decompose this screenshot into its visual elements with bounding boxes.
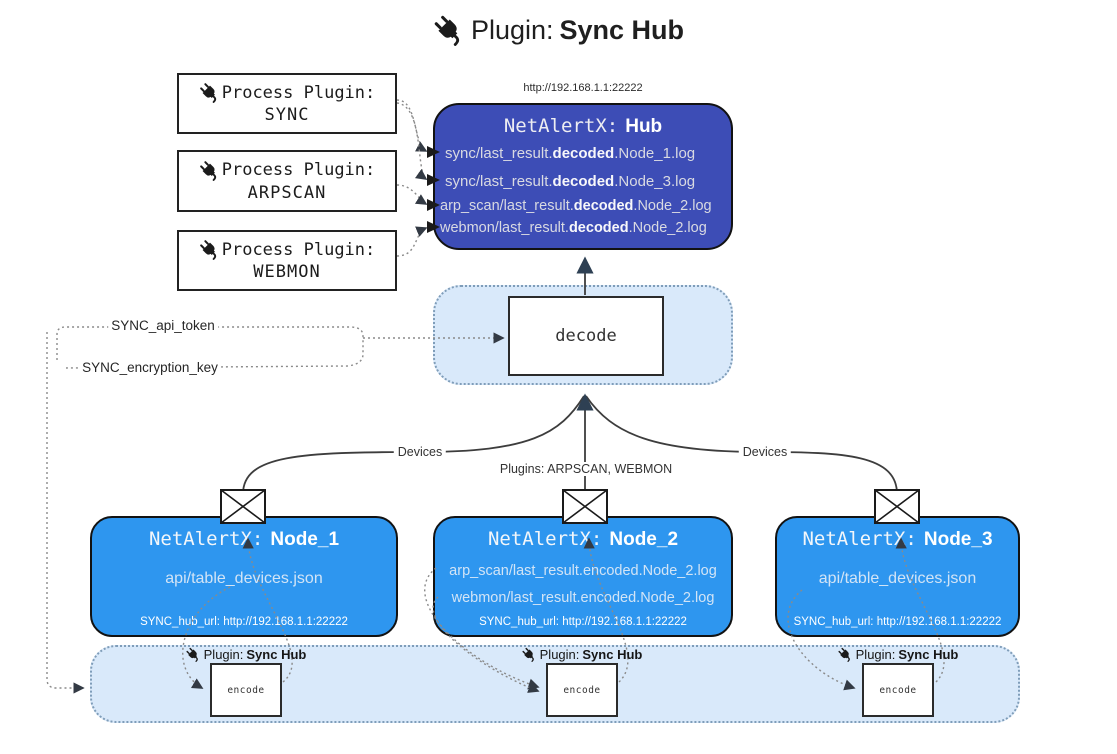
- title-prefix: Plugin:: [470, 14, 554, 45]
- decode-box: decode: [508, 296, 664, 376]
- encode-box-2: encode: [546, 663, 618, 717]
- plug-icon: [186, 647, 201, 662]
- node-file: webmon/last_result.encoded.Node_2.log: [451, 590, 715, 606]
- node-file: api/table_devices.json: [165, 570, 323, 587]
- hub-log-line-1: sync/last_result.decoded.Node_1.log: [445, 145, 696, 162]
- node-footer: SYNC_hub_url: http://192.168.1.1:22222: [140, 616, 348, 628]
- process-plugin-label-row: Process Plugin:: [199, 160, 376, 181]
- process-plugin-box-sync: Process Plugin: SYNC: [177, 73, 397, 134]
- node-file: api/table_devices.json: [818, 570, 977, 587]
- edge-sync-to-hub-line2: [396, 102, 428, 180]
- plug-icon: [199, 239, 220, 260]
- node-box-node-3: NetAlertX:Node_3 api/table_devices.json …: [775, 516, 1020, 637]
- edge-webmon-to-hub-line4: [396, 226, 428, 257]
- edge-label-devices-left: Devices: [393, 445, 447, 459]
- edge-label-plugins-mid: Plugins: ARPSCAN, WEBMON: [495, 462, 677, 476]
- process-plugin-name: ARPSCAN: [247, 182, 327, 203]
- node-footer: SYNC_hub_url: http://192.168.1.1:22222: [793, 616, 1002, 628]
- node-title: NetAlertX:Node_1: [148, 528, 340, 550]
- process-plugin-label: Process Plugin:: [221, 239, 376, 260]
- encode-box-3: encode: [862, 663, 934, 717]
- process-plugin-label: Process Plugin:: [221, 160, 376, 180]
- hub-log-line-4: webmon/last_result.decoded.Node_2.log: [440, 220, 707, 236]
- plug-icon: [199, 160, 220, 181]
- edge-label-devices-right: Devices: [738, 445, 792, 459]
- plug-icon: [199, 82, 220, 103]
- edge-settings-to-encode-band: [46, 332, 85, 694]
- node-title: NetAlertX:Node_2: [487, 528, 679, 550]
- hub-box: NetAlertX: Hub sync/last_result.decoded.N…: [433, 103, 733, 250]
- edge-sync-to-hub-line1: [396, 99, 428, 152]
- label-sync-api-token: SYNC_api_token: [108, 318, 218, 333]
- node-title: NetAlertX:Node_3: [802, 528, 993, 550]
- encode-box-1: encode: [210, 663, 282, 717]
- encode-plugin-label-2: Plugin: Sync Hub: [522, 647, 642, 662]
- encode-plugin-label-3: Plugin: Sync Hub: [838, 647, 958, 662]
- hub-log-line-2: sync/last_result.decoded.Node_3.log: [445, 173, 696, 190]
- hub-url-label: http://192.168.1.1:22222: [523, 82, 643, 94]
- process-plugin-label: Process Plugin:: [221, 82, 376, 103]
- hub-log-line-3: arp_scan/last_result.decoded.Node_2.log: [440, 198, 712, 214]
- hub-title-name: Hub: [625, 116, 663, 137]
- label-sync-encryption-key: SYNC_encryption_key: [79, 360, 221, 375]
- node-footer: SYNC_hub_url: http://192.168.1.1:22222: [479, 616, 687, 628]
- process-plugin-name: WEBMON: [253, 262, 321, 282]
- title-name: Sync Hub: [559, 14, 685, 45]
- hub-title-prefix: NetAlertX:: [503, 115, 619, 137]
- plug-icon: [838, 647, 853, 662]
- plug-icon: [522, 647, 537, 662]
- hub-title: NetAlertX: Hub: [435, 115, 731, 138]
- node-box-node-2: NetAlertX:Node_2 arp_scan/last_result.en…: [433, 516, 733, 637]
- process-plugin-label-row: Process Plugin:: [199, 239, 376, 260]
- node-file: arp_scan/last_result.encoded.Node_2.log: [449, 563, 717, 579]
- plug-icon: [433, 14, 465, 46]
- node-box-node-1: NetAlertX:Node_1 api/table_devices.json …: [90, 516, 398, 637]
- page-title: Plugin: Sync Hub: [0, 14, 1117, 46]
- encode-plugin-label-1: Plugin: Sync Hub: [186, 647, 306, 662]
- process-plugin-label-row: Process Plugin:: [199, 82, 376, 103]
- process-plugin-box-arpscan: Process Plugin: ARPSCAN: [177, 150, 397, 212]
- edge-arpscan-to-hub-line3: [396, 184, 428, 205]
- process-plugin-name: SYNC: [264, 105, 310, 125]
- process-plugin-box-webmon: Process Plugin: WEBMON: [177, 230, 397, 291]
